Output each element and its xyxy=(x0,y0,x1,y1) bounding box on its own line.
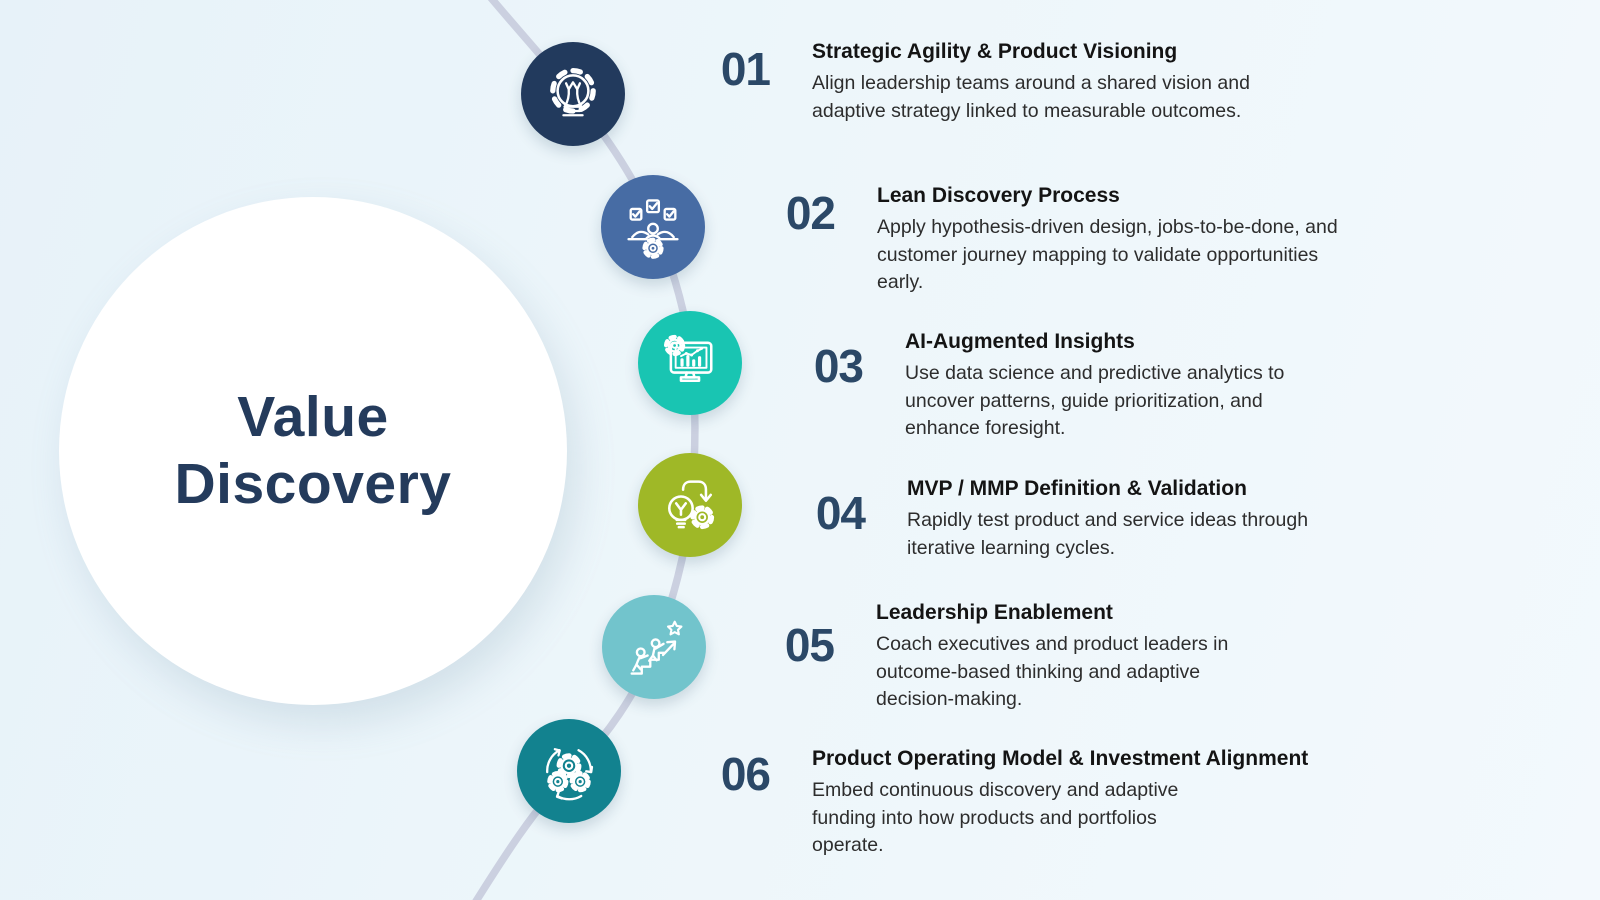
step-item-4: 04 MVP / MMP Definition & Validation Rap… xyxy=(801,477,1369,562)
step-node-3 xyxy=(638,311,742,415)
step-description: Coach executives and product leaders in … xyxy=(876,633,1229,710)
step-item-1: 01 Strategic Agility & Product Visioning… xyxy=(706,40,1264,125)
step-description: Apply hypothesis-driven design, jobs-to-… xyxy=(877,216,1338,293)
step-item-3: 03 AI-Augmented Insights Use data scienc… xyxy=(799,330,1337,443)
step-item-6: 06 Product Operating Model & Investment … xyxy=(706,747,1308,860)
step-number: 03 xyxy=(813,340,864,392)
step-item-5: 05 Leadership Enablement Coach executive… xyxy=(770,601,1272,714)
step-description: Align leadership teams around a shared v… xyxy=(812,72,1250,122)
chess-gear-icon xyxy=(550,67,596,117)
step-item-2: 02 Lean Discovery Process Apply hypothes… xyxy=(771,184,1359,297)
step-description: Rapidly test product and service ideas t… xyxy=(907,509,1309,559)
step-node-2 xyxy=(601,175,705,279)
step-node-1 xyxy=(521,42,625,146)
step-title: Product Operating Model & Investment Ali… xyxy=(812,747,1309,770)
step-number: 05 xyxy=(784,619,835,671)
step-description: Use data science and predictive analytic… xyxy=(905,362,1285,439)
step-title: Lean Discovery Process xyxy=(877,184,1120,207)
step-description: Embed continuous discovery and adaptive … xyxy=(812,779,1179,856)
analytics-monitor-icon xyxy=(663,334,713,383)
growth-arrow-icon xyxy=(630,620,683,675)
value-discovery-circle: Value Discovery xyxy=(59,197,567,705)
step-number: 04 xyxy=(815,487,866,539)
step-node-4 xyxy=(638,453,742,557)
step-node-5 xyxy=(602,595,706,699)
step-node-6 xyxy=(517,719,621,823)
step-number: 01 xyxy=(720,43,771,95)
team-checklist-icon xyxy=(627,199,679,259)
step-number: 02 xyxy=(785,187,836,239)
step-title: MVP / MMP Definition & Validation xyxy=(907,477,1247,500)
page-title: Value Discovery xyxy=(174,384,452,516)
step-title: Leadership Enablement xyxy=(876,601,1113,624)
step-title: AI-Augmented Insights xyxy=(905,330,1135,353)
gears-cycle-icon xyxy=(546,748,594,801)
step-number: 06 xyxy=(720,748,771,800)
step-title: Strategic Agility & Product Visioning xyxy=(812,40,1178,63)
idea-gear-icon xyxy=(668,480,715,530)
